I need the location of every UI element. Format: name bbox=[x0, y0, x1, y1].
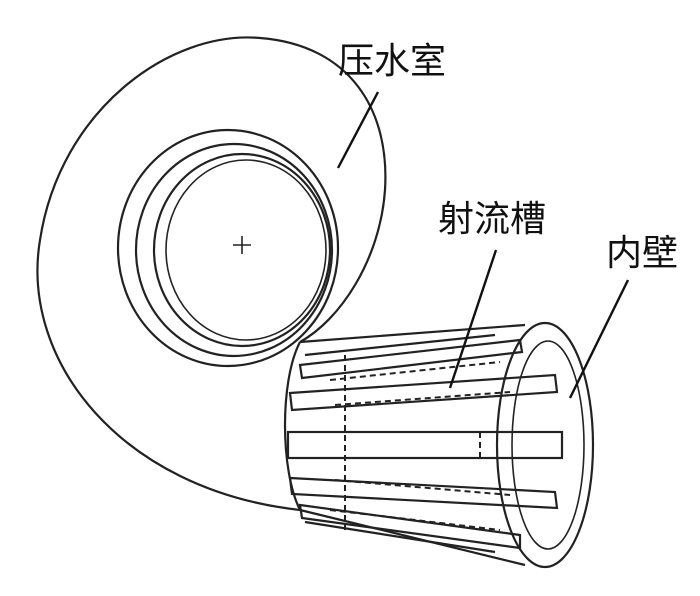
jet-slot-label: 射流槽 bbox=[438, 199, 547, 240]
leader-line-volute bbox=[336, 91, 380, 169]
nozzle-body bbox=[283, 321, 595, 569]
volute-label: 压水室 bbox=[338, 41, 447, 82]
center-mark bbox=[233, 236, 251, 254]
leader-line-jet-slot bbox=[448, 249, 498, 389]
volute-outer-contour bbox=[36, 36, 387, 512]
inner-wall-label: 内壁 bbox=[606, 233, 679, 274]
volute-inner-rings bbox=[116, 128, 340, 368]
jet-slots bbox=[286, 333, 564, 554]
leader-line-inner-wall bbox=[568, 279, 630, 399]
